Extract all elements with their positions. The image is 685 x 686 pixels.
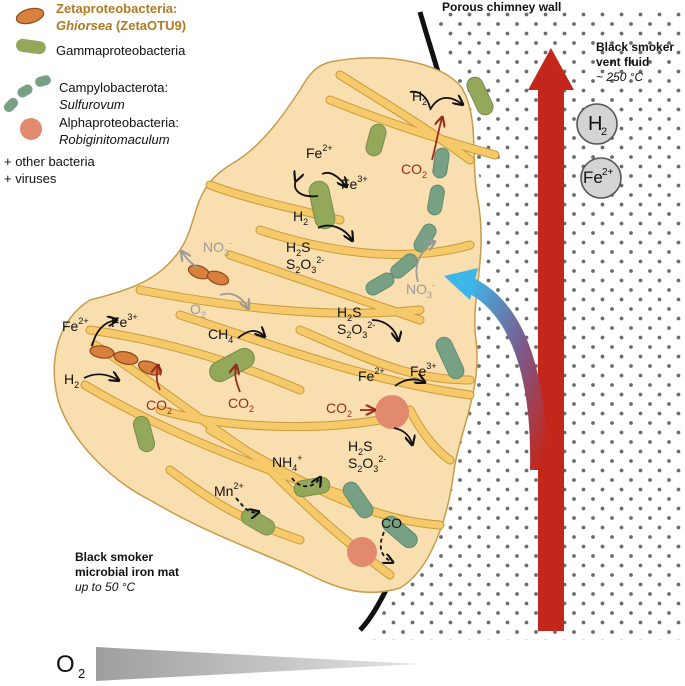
o2-gradient-wedge: [96, 647, 418, 681]
svg-text:CO2: CO2: [326, 400, 352, 419]
zeta-cell: [113, 351, 139, 365]
svg-text:CO2: CO2: [146, 397, 172, 416]
zeta-cell: [206, 270, 230, 286]
svg-text:H2S: H2S: [337, 304, 361, 323]
vent-fluid-label-1: Black smoker: [596, 40, 674, 54]
fe2-bubble-label: Fe: [583, 168, 603, 187]
legend-alpha-genus: Robiginitomaculum: [59, 132, 170, 147]
gamma-cell: [466, 76, 494, 116]
campy-cell: [435, 336, 465, 380]
iron-mat: [53, 57, 482, 594]
alpha-cell: [375, 395, 409, 429]
fe2-bubble-sup: 2+: [602, 167, 614, 178]
mat-label-1: Black smoker: [75, 550, 153, 564]
legend-zeta-genus: Ghiorsea (ZetaOTU9): [56, 18, 186, 33]
wall-edge-bottom: [358, 588, 389, 632]
gamma-cell: [308, 180, 336, 230]
zeta-cells: [89, 264, 230, 376]
campy-cell: [427, 184, 445, 216]
gamma-cell: [365, 123, 387, 157]
alpha-cells: [347, 395, 409, 567]
vent-fluid-temp: ~ 250 °C: [596, 70, 643, 84]
vent-fluid-label-2: vent fluid: [596, 55, 649, 69]
legend-gamma-label: Gammaproteobacteria: [56, 43, 186, 58]
legend-campy-genus: Sulfurovum: [59, 97, 125, 112]
h2-bubble-label: H: [588, 113, 602, 135]
legend-zeta-title: Zetaproteobacteria:: [56, 1, 177, 16]
legend-alpha-label: Alphaproteobacteria:: [59, 115, 179, 130]
vent-fluid-arrow: [528, 48, 574, 631]
legend-other-bacteria: + other bacteria: [4, 154, 95, 169]
mat-label-2: microbial iron mat: [75, 565, 179, 579]
h2-bubble-sub: 2: [601, 126, 607, 138]
svg-text:H2S: H2S: [286, 239, 310, 258]
svg-text:CO2: CO2: [228, 395, 254, 414]
legend-alpha-icon: [20, 118, 42, 140]
legend-zeta-icon: [15, 7, 45, 25]
legend-campy-icon: [3, 75, 51, 113]
gamma-cell: [132, 415, 156, 453]
legend-gamma-icon: [16, 38, 46, 55]
mat-temp: up to 50 °C: [75, 580, 136, 594]
campy-cell: [365, 272, 395, 296]
campy-cell: [342, 481, 374, 519]
svg-text:CO2: CO2: [401, 161, 427, 180]
legend-viruses: + viruses: [4, 171, 57, 186]
svg-text:CO: CO: [381, 515, 402, 531]
fluid-mixing-arrow: [444, 268, 547, 471]
alpha-cell: [347, 537, 377, 567]
zeta-cell: [89, 345, 115, 359]
reaction-arrows: [83, 90, 462, 562]
svg-text:H2S: H2S: [348, 438, 372, 457]
o2-gradient-label: O: [56, 651, 75, 678]
campy-cells: [342, 147, 465, 549]
chimney-wall-label: Porous chimney wall: [442, 0, 561, 14]
campy-cell: [382, 515, 418, 549]
legend-campy-label: Campylobacterota:: [59, 80, 168, 95]
o2-gradient: O 2: [56, 647, 418, 681]
h2-bubble: H 2: [576, 103, 618, 145]
legend-icons: [3, 7, 51, 140]
campy-cell: [432, 147, 450, 179]
fe2-bubble: Fe 2+: [580, 157, 622, 199]
o2-gradient-sub: 2: [78, 666, 85, 681]
svg-text:CH4: CH4: [208, 326, 233, 345]
